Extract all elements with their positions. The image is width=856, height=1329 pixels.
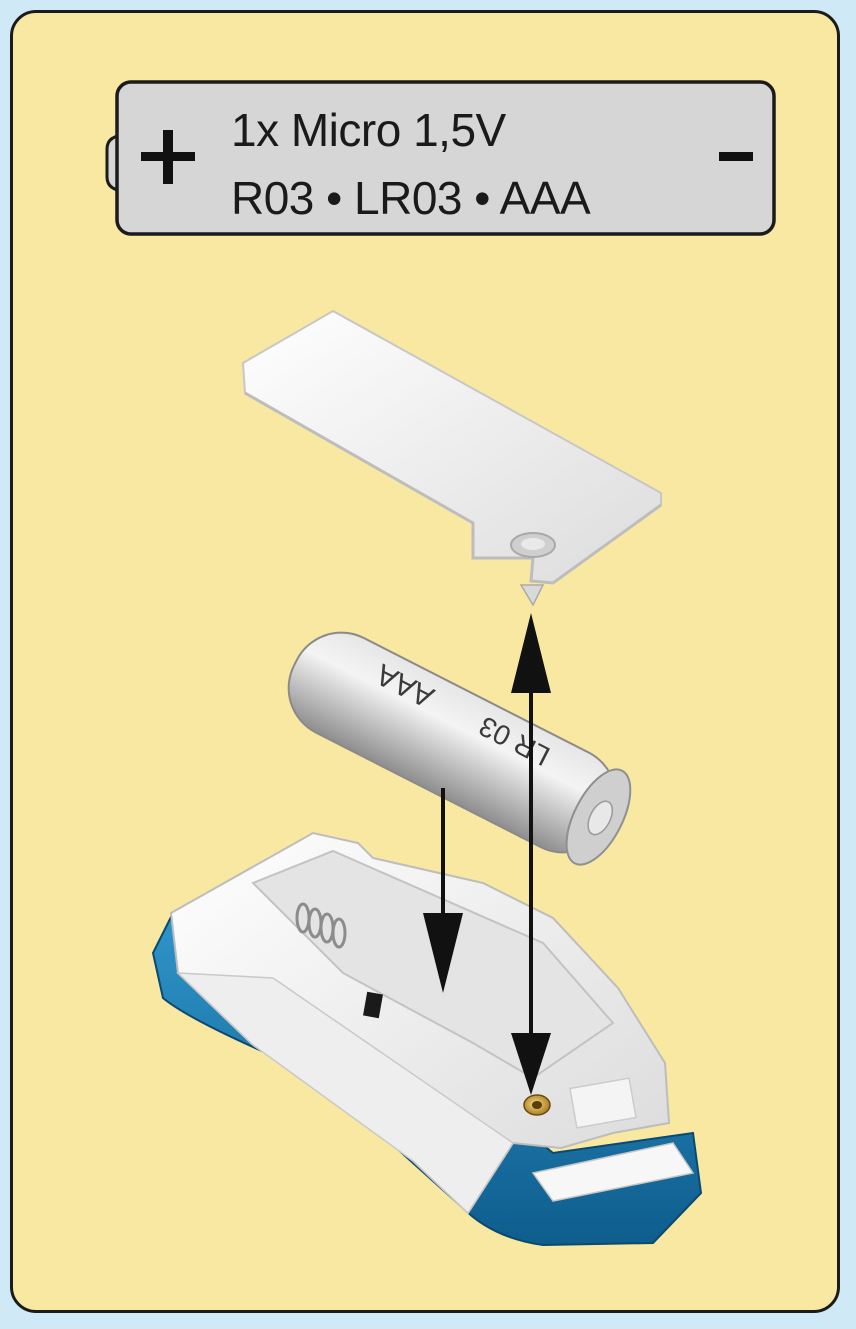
assembly-illustration: AAA LR 03 bbox=[13, 13, 840, 1313]
battery-housing bbox=[153, 833, 701, 1245]
instruction-panel: 1x Micro 1,5V R03 • LR03 • AAA bbox=[10, 10, 840, 1313]
battery-cover-lid bbox=[243, 311, 661, 605]
